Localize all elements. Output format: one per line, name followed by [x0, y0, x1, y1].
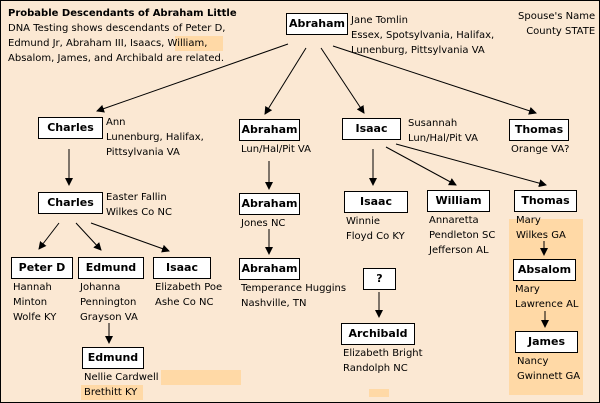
person-box-isaac2: Isaac [344, 191, 408, 213]
person-box-abraham3: Abraham [239, 258, 300, 280]
person-box-absalom: Absalom [513, 259, 576, 281]
info-line: Johanna [80, 282, 121, 293]
info-line: Jones NC [241, 218, 286, 229]
info-line: Jane Tomlin [351, 15, 408, 26]
info-line: Temperance Huggins [241, 283, 347, 294]
info-line: Lun/Hal/Pit VA [241, 144, 311, 155]
person-info-abraham1: Lun/Hal/Pit VA [241, 142, 311, 157]
person-box-abraham_root: Abraham [286, 13, 348, 35]
info-line: Easter Fallin [106, 192, 167, 203]
highlight [81, 385, 143, 400]
info-line: Lunenburg, Halifax, [106, 132, 204, 143]
intro-line: Absalom, James, and Archibald are relate… [8, 53, 225, 64]
person-box-isaac3: Isaac [153, 257, 211, 279]
info-line: Elizabeth Poe [155, 282, 223, 293]
person-box-thomas1: Thomas [509, 119, 569, 141]
intro-text: Edmund Jr, Abraham III, Isaacs, [8, 38, 165, 49]
info-line: Pendleton SC [429, 230, 496, 241]
info-line: Mary [515, 284, 540, 295]
person-box-unknown: ? [363, 268, 396, 290]
info-line: Ashe Co NC [155, 297, 214, 308]
info-line: Ann [106, 117, 126, 128]
info-line: Elizabeth Bright [343, 348, 423, 359]
info-line: Hannah [13, 282, 52, 293]
person-box-peterd: Peter D [11, 257, 73, 279]
person-box-archibald: Archibald [341, 323, 415, 345]
highlight [369, 389, 389, 397]
person-info-thomas1: Orange VA? [511, 142, 569, 157]
info-line: Annaretta [429, 215, 479, 226]
person-box-thomas2: Thomas [514, 190, 577, 212]
highlight [175, 36, 223, 51]
info-line: Brethitt KY [84, 387, 138, 398]
person-box-edmund1: Edmund [78, 257, 144, 279]
info-line: Susannah [408, 118, 458, 129]
info-line: Lun/Hal/Pit VA [408, 133, 478, 144]
person-box-edmund2: Edmund [82, 347, 144, 369]
info-line: Pennington [80, 297, 137, 308]
legend-spouse: Spouse's Name [518, 11, 596, 22]
highlight [161, 370, 241, 385]
info-line: Randolph NC [343, 363, 408, 374]
person-box-james: James [515, 331, 578, 353]
person-box-abraham1: Abraham [239, 119, 300, 141]
info-line: Nellie Cardwell [84, 372, 159, 383]
info-line: Mary [516, 215, 541, 226]
intro-line: DNA Testing shows descendants of Peter D… [8, 23, 226, 34]
person-info-abraham2: Jones NC [241, 216, 285, 231]
info-line: Gwinnett GA [517, 371, 581, 382]
info-line: Pittsylvania VA [106, 147, 180, 158]
person-box-isaac1: Isaac [342, 118, 401, 140]
person-box-charles1: Charles [38, 117, 103, 139]
person-box-william: William [427, 190, 490, 212]
info-line: Nancy [517, 356, 549, 367]
info-line: Jefferson AL [429, 245, 489, 256]
info-line: Lawrence AL [515, 299, 579, 310]
intro-line: Edmund Jr, Abraham III, Isaacs, William, [8, 36, 207, 51]
diagram-title: Probable Descendants of Abraham Little [8, 8, 237, 19]
info-line: Nashville, TN [241, 298, 307, 309]
info-line: Winnie [346, 216, 381, 227]
person-box-charles2: Charles [38, 192, 103, 214]
intro-highlight: William, [167, 38, 208, 49]
person-box-abraham2: Abraham [239, 193, 300, 215]
info-line: Orange VA? [511, 144, 570, 155]
info-line: Floyd Co KY [346, 231, 405, 242]
info-line: Lunenburg, Pittsylvania VA [351, 45, 485, 56]
info-line: Minton [13, 297, 48, 308]
info-line: Wilkes Co NC [106, 207, 172, 218]
info-line: Essex, Spotsylvania, Halifax, [351, 30, 495, 41]
info-line: Grayson VA [80, 312, 138, 323]
info-line: Wolfe KY [13, 312, 57, 323]
info-line: Wilkes GA [516, 230, 566, 241]
legend-county: County STATE [526, 26, 596, 37]
